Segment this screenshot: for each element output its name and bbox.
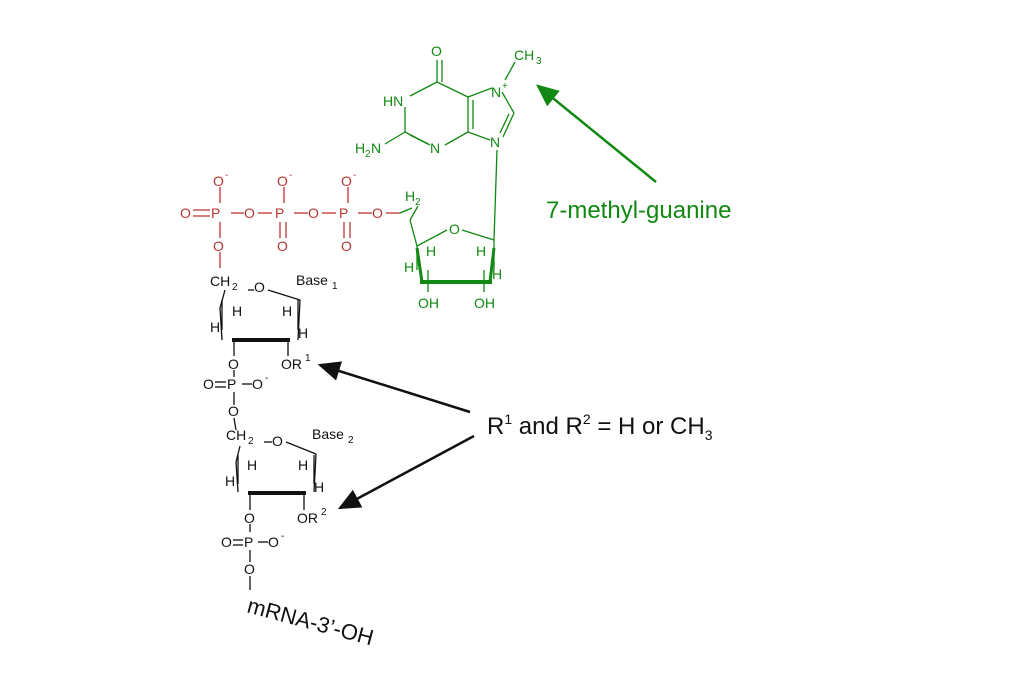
guanine-bonds (384, 60, 516, 146)
pg-top-o: O (341, 173, 352, 189)
sugar1-h3: H (282, 303, 292, 319)
bridge-o2: O (308, 205, 319, 221)
guanine-amino-h: H (355, 140, 365, 156)
sugar2-ring-o: O (272, 433, 283, 449)
guanine-amino-n: N (371, 140, 381, 156)
triphosphate-bonds (193, 187, 400, 268)
sugar2-or: OR (297, 510, 318, 526)
sugar2-ch2-sub: 2 (248, 436, 254, 447)
pg-top-minus: - (353, 170, 356, 181)
pg-phosphorus: P (339, 205, 348, 221)
sugar1-h2: H (210, 319, 220, 335)
sugar1-or: OR (281, 356, 302, 372)
pa-lower-o: O (213, 238, 224, 254)
sugar2-or-sup: 2 (321, 507, 327, 518)
pg-bottom-o: O (341, 238, 352, 254)
guanine-amino-sub: 2 (365, 149, 371, 160)
tail-minus: - (281, 531, 284, 542)
sugar2-o3: O (244, 510, 255, 526)
sugar2-bonds (235, 441, 317, 532)
sugar2-atoms: CH 2 O Base 2 H H H H O OR 2 (225, 426, 354, 526)
tail-lower-o: O (244, 561, 255, 577)
sugar1-base: Base (296, 272, 328, 288)
sugar2-base-sub: 2 (348, 435, 354, 446)
r2-arrow (337, 434, 475, 510)
cap-c5-h: H (405, 188, 415, 204)
tail-phosphorus: P (244, 534, 253, 550)
cap-h-right1: H (476, 243, 486, 259)
guanine-methyl: CH (514, 47, 534, 63)
guanine-arrow (536, 84, 657, 183)
cap-ribose-atoms: H 2 O H H H H OH OH (404, 188, 502, 311)
link-o-minus: O (252, 376, 263, 392)
bridge-o1: O (244, 205, 255, 221)
guanine-n9: N (490, 134, 500, 150)
pb-top-o: O (277, 173, 288, 189)
sugar1-ch2: CH (210, 273, 230, 289)
link-double-o: O (203, 376, 214, 392)
sugar1-bonds (219, 289, 301, 377)
pa-double-o: O (180, 205, 191, 221)
guanine-plus-charge: + (502, 81, 508, 92)
bridge-o3: O (372, 205, 383, 221)
sugar2-h1: H (247, 457, 257, 473)
sugar1-base-sub: 1 (332, 281, 338, 292)
sugar1-h4: H (298, 325, 308, 341)
pa-phosphorus: P (211, 205, 220, 221)
cap-ring-o: O (449, 221, 460, 237)
pa-top-minus: - (225, 170, 228, 181)
sugar1-h1: H (232, 303, 242, 319)
link-phosphorus: P (227, 376, 236, 392)
mrna-3prime-label: mRNA-3’-OH (245, 593, 377, 651)
sugar1-atoms: CH 2 O Base 1 H H H H O OR 1 (210, 272, 338, 372)
link-minus: - (265, 373, 268, 384)
tail-atoms: O P O - O (221, 531, 284, 577)
cap-h-right2: H (492, 266, 502, 282)
triphosphate-atoms: O - O - O - O P O P O P O O O O (180, 170, 383, 254)
sugar1-or-sup: 1 (305, 353, 311, 364)
pa-top-o: O (213, 173, 224, 189)
guanine-label: 7-methyl-guanine (546, 197, 731, 224)
phosphate-link-bonds (215, 381, 252, 431)
cap-5prime-link (399, 207, 413, 214)
sugar2-h2: H (225, 473, 235, 489)
cap-ribose-left-bold (415, 247, 424, 283)
guanine-atoms: O HN N + CH 3 H 2 N N N (355, 43, 542, 160)
pb-top-minus: - (289, 170, 292, 181)
tail-bonds (233, 539, 268, 590)
cap-oh-left: OH (418, 295, 439, 311)
pb-bottom-o: O (277, 238, 288, 254)
guanine-hn: HN (383, 93, 403, 109)
r1-arrow (317, 361, 471, 414)
sugar2-ch2: CH (226, 427, 246, 443)
sugar2-h3: H (298, 457, 308, 473)
sugar1-ring-o: O (254, 279, 265, 295)
guanine-methyl-sub: 3 (536, 56, 542, 67)
cap-oh-right: OH (474, 295, 495, 311)
r-substituent-label: R1 and R2 = H or CH3 (487, 411, 713, 443)
guanine-n3: N (430, 140, 440, 156)
sugar1-ch2-sub: 2 (232, 282, 238, 293)
tail-double-o: O (221, 534, 232, 550)
sugar2-h4: H (314, 479, 324, 495)
cap-c5-h-sub: 2 (415, 197, 421, 208)
guanine-carbonyl-o: O (431, 43, 442, 59)
phosphate-link-atoms: O P O - O (203, 373, 268, 419)
guanine-n7: N (491, 84, 501, 100)
tail-o-minus: O (268, 534, 279, 550)
sugar1-o3: O (228, 356, 239, 372)
cap-h-left1: H (426, 243, 436, 259)
cap-ribose-right-bold (488, 247, 496, 283)
cap-h-left2: H (404, 259, 414, 275)
link-lower-o: O (228, 403, 239, 419)
pb-phosphorus: P (275, 205, 284, 221)
sugar2-base: Base (312, 426, 344, 442)
